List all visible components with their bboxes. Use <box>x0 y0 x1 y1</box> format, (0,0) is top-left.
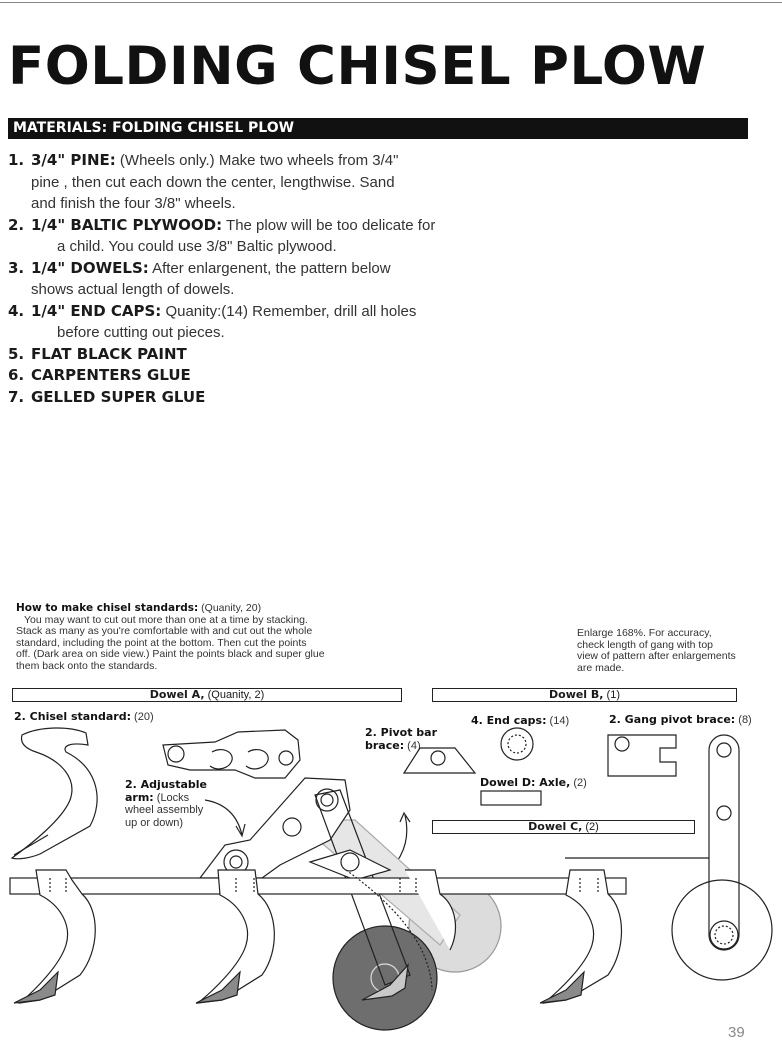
gang-pivot-label-name: 2. Gang pivot brace: <box>609 713 736 726</box>
material-item: 6. CARPENTERS GLUE <box>8 365 453 387</box>
material-name: GELLED SUPER GLUE <box>31 387 206 406</box>
material-number: 7. <box>8 387 25 406</box>
material-item: 2. 1/4" BALTIC PLYWOOD: The plow will be… <box>8 215 453 258</box>
material-number: 2. <box>8 215 25 234</box>
wheel-top-view <box>671 879 773 981</box>
dowel-a: Dowel A, (Quanity, 2) <box>12 688 402 702</box>
gang-pivot-brace <box>607 734 677 777</box>
material-item: 1. 3/4" PINE: (Wheels only.) Make two wh… <box>8 150 453 215</box>
pivot-bar-label-name: brace: <box>365 738 405 752</box>
dowel-c-name: Dowel C, <box>528 820 583 833</box>
howto-line: Stack as many as you're comfortable with… <box>16 625 313 637</box>
enlarge-line: are made. <box>577 661 625 674</box>
gang-pivot-arm <box>708 734 740 951</box>
dowel-c: Dowel C, (2) <box>432 820 695 834</box>
plow-assembly <box>9 734 773 1031</box>
howto-line: them back onto the standards. <box>16 659 158 672</box>
material-number: 1. <box>8 151 25 169</box>
material-number: 4. <box>8 301 25 320</box>
material-item: 7. GELLED SUPER GLUE <box>8 387 453 409</box>
material-number: 5. <box>8 344 25 363</box>
pivot-plate-pattern <box>162 729 301 779</box>
chisel-point <box>539 970 585 1004</box>
howto-line: You may want to cut out more than one at… <box>24 613 308 626</box>
adjustable-label-name: arm: <box>125 790 154 804</box>
enlarge-note: Enlarge 168%. For accuracy, check length… <box>577 627 762 674</box>
chisel-label-qty: (20) <box>131 711 154 723</box>
material-number: 3. <box>8 258 25 277</box>
end-cap <box>500 727 534 761</box>
dowel-b: Dowel B, (1) <box>432 688 737 702</box>
material-item: 3. 1/4" DOWELS: After enlargenent, the p… <box>8 258 453 301</box>
material-desc: Quanity:(14) Remember, drill all holes <box>161 302 417 320</box>
adjustable-arm-label: 2. Adjustable arm: (Locks wheel assembly… <box>125 778 207 829</box>
material-name: 3/4" PINE: <box>31 151 116 169</box>
material-name: 1/4" BALTIC PLYWOOD: <box>31 215 223 234</box>
enlarge-line: view of pattern after enlargements <box>577 650 736 662</box>
dowel-d-axle <box>480 790 542 806</box>
enlarge-line: Enlarge 168%. For accuracy, <box>577 627 712 639</box>
chisel-standard <box>18 869 96 1004</box>
pivot-bar-label-qty: (4) <box>404 739 421 752</box>
pivot-bar-brace <box>402 747 477 774</box>
howto-line: standard, including the point at the bot… <box>16 636 307 649</box>
material-desc: shows actual length of dowels. <box>31 281 235 298</box>
material-desc: After enlargenent, the pattern below <box>148 259 391 277</box>
material-name: 1/4" DOWELS: <box>31 258 149 277</box>
chisel-point <box>13 970 59 1004</box>
material-desc: a child. You could use 3/8" Baltic plywo… <box>57 238 337 255</box>
material-number: 6. <box>8 366 25 384</box>
dowel-d-label: Dowel D: Axle, (2) <box>480 776 587 790</box>
chisel-point <box>361 963 409 1001</box>
material-name: 1/4" END CAPS: <box>31 301 162 320</box>
dowel-c-qty: (2) <box>582 821 599 833</box>
enlarge-line: check length of gang with top <box>577 638 714 651</box>
dowel-d-name: Dowel D: Axle, <box>480 776 571 789</box>
material-desc: and finish the four 3/8" wheels. <box>31 195 236 212</box>
material-desc: (Wheels only.) Make two wheels from 3/4" <box>115 152 399 169</box>
pivot-bar-label: 2. Pivot bar brace: (4) <box>365 726 438 752</box>
gang-pivot-label: 2. Gang pivot brace: (8) <box>609 713 752 727</box>
gang-beam <box>9 877 627 895</box>
chisel-standard-pattern <box>10 727 98 860</box>
adjustable-label-name: 2. Adjustable <box>125 778 207 791</box>
material-desc: The plow will be too delicate for <box>222 216 436 234</box>
dowel-a-name: Dowel A, <box>149 688 205 701</box>
wheel-dark <box>332 925 438 1031</box>
top-rule <box>0 2 782 3</box>
gang-pivot-label-qty: (8) <box>735 714 752 726</box>
material-item: 5. FLAT BLACK PAINT <box>8 344 453 366</box>
material-name: FLAT BLACK PAINT <box>31 344 187 363</box>
dowel-b-name: Dowel B, <box>549 688 604 701</box>
chisel-standard-label: 2. Chisel standard: (20) <box>14 710 154 724</box>
dowel-d-qty: (2) <box>570 777 587 789</box>
adjustable-label-desc: (Locks <box>153 791 190 804</box>
adjustable-label-desc: wheel assembly <box>125 804 204 816</box>
materials-header: MATERIALS: FOLDING CHISEL PLOW <box>8 118 748 139</box>
material-desc: before cutting out pieces. <box>57 324 225 341</box>
material-desc: pine , then cut each down the center, le… <box>31 173 395 191</box>
page-number: 39 <box>728 1024 745 1041</box>
howto-qty: (Quanity, 20) <box>198 602 262 614</box>
material-item: 4. 1/4" END CAPS: Quanity:(14) Remember,… <box>8 301 453 344</box>
end-caps-label-qty: (14) <box>546 715 570 727</box>
howto-block: How to make chisel standards: (Quanity, … <box>16 602 376 672</box>
end-caps-label: 4. End caps: (14) <box>471 714 570 728</box>
howto-title: How to make chisel standards: <box>16 602 199 614</box>
chisel-point <box>195 970 241 1004</box>
chisel-standard <box>195 869 275 1004</box>
materials-list: 1. 3/4" PINE: (Wheels only.) Make two wh… <box>8 150 453 408</box>
dowel-a-qty: (Quanity, 2) <box>204 689 265 701</box>
pivot-bar-label-name: 2. Pivot bar <box>365 726 438 739</box>
end-caps-label-name: 4. End caps: <box>471 714 547 727</box>
material-name: CARPENTERS GLUE <box>31 366 191 384</box>
chisel-label-name: 2. Chisel standard: <box>14 710 131 723</box>
chisel-standard <box>541 869 623 1004</box>
howto-line: off. (Dark area on side view.) Paint the… <box>16 648 325 660</box>
dowel-b-qty: (1) <box>603 689 620 701</box>
chisel-standard <box>405 869 457 951</box>
page-title: FOLDING CHISEL PLOW <box>8 36 707 97</box>
adjustable-label-desc: up or down) <box>125 816 184 829</box>
